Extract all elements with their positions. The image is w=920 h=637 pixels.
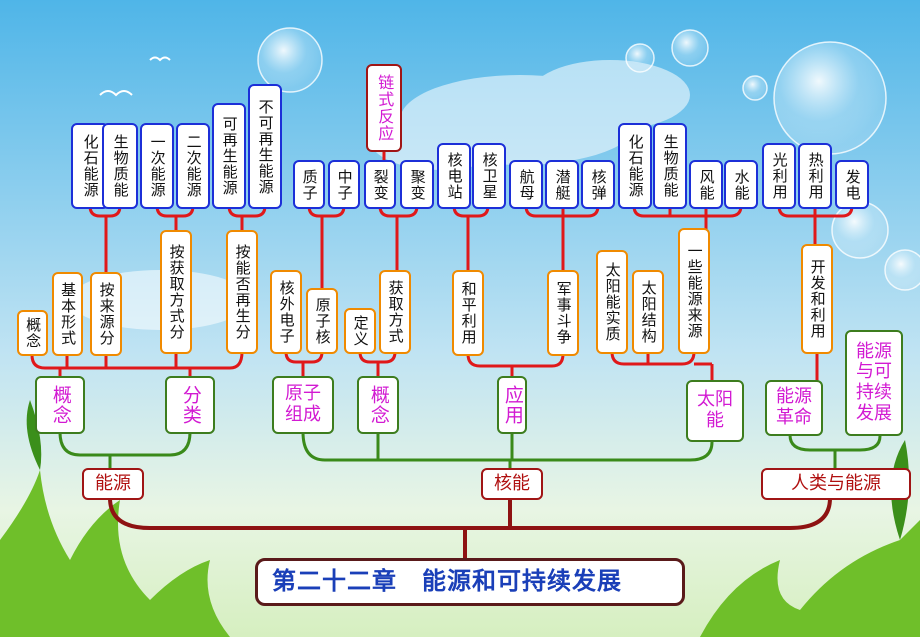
node-develop-use: 开发和利用 bbox=[801, 244, 833, 354]
node-by-method: 按获取方式分 bbox=[160, 230, 192, 354]
node-submarine: 潜艇 bbox=[545, 160, 579, 209]
node-water-energy: 水能 bbox=[724, 160, 758, 209]
node-proton: 质子 bbox=[293, 160, 325, 209]
node-nuclear-energy: 核能 bbox=[481, 468, 543, 500]
node-nonrenewable-energy: 不可再生能源 bbox=[248, 84, 282, 209]
node-nuclear-satellite: 核卫星 bbox=[472, 143, 506, 209]
node-primary-energy: 一次能源 bbox=[140, 123, 174, 209]
node-secondary-energy: 二次能源 bbox=[176, 123, 210, 209]
birds bbox=[99, 56, 171, 97]
node-nuclear-plant: 核电站 bbox=[437, 143, 471, 209]
node-energy-classify: 分类 bbox=[165, 376, 215, 434]
node-biomass-energy: 生物质能 bbox=[102, 123, 138, 209]
node-neutron: 中子 bbox=[328, 160, 360, 209]
node-energy-concept: 概念 bbox=[35, 376, 85, 434]
node-solar-essence: 太阳能实质 bbox=[596, 250, 628, 354]
node-fusion: 聚变 bbox=[400, 160, 434, 209]
node-fossil-energy-2: 化石能源 bbox=[618, 123, 652, 209]
node-some-sources: 一些能源来源 bbox=[678, 228, 710, 354]
node-basic-form: 基本形式 bbox=[52, 272, 83, 356]
node-concept-def: 概念 bbox=[17, 310, 48, 356]
node-atom-structure: 原子组成 bbox=[272, 376, 334, 434]
node-obtain-method: 获取方式 bbox=[379, 270, 411, 354]
node-energy-revolution: 能源革命 bbox=[765, 380, 823, 436]
node-by-renew: 按能否再生分 bbox=[226, 230, 258, 354]
node-definition: 定义 bbox=[344, 308, 376, 354]
node-outer-electron: 核外电子 bbox=[270, 270, 302, 354]
node-nuclear-concept: 概念 bbox=[357, 376, 399, 434]
node-heat-use: 热利用 bbox=[798, 143, 832, 209]
page-title: 第二十二章 能源和可持续发展 bbox=[255, 558, 685, 606]
node-nucleus: 原子核 bbox=[306, 288, 338, 354]
node-military-use: 军事斗争 bbox=[547, 270, 579, 356]
node-solar-structure: 太阳结构 bbox=[632, 270, 664, 354]
node-nuclear-bomb: 核弹 bbox=[581, 160, 615, 209]
node-energy-sustainability: 能源与可持续发展 bbox=[845, 330, 903, 436]
grass-foliage bbox=[0, 400, 920, 637]
node-biomass-energy-2: 生物质能 bbox=[653, 123, 687, 209]
node-renewable-energy: 可再生能源 bbox=[212, 103, 246, 209]
node-wind-energy: 风能 bbox=[689, 160, 723, 209]
node-peaceful-use: 和平利用 bbox=[452, 270, 484, 356]
bubbles bbox=[257, 27, 920, 291]
node-human-and-energy: 人类与能源 bbox=[761, 468, 911, 500]
node-by-source: 按来源分 bbox=[90, 272, 122, 356]
node-fission: 裂变 bbox=[364, 160, 396, 209]
node-carrier: 航母 bbox=[509, 160, 543, 209]
node-energy: 能源 bbox=[82, 468, 144, 500]
node-nuclear-apply: 应用 bbox=[497, 376, 527, 434]
node-light-use: 光利用 bbox=[762, 143, 796, 209]
node-power-generation: 发电 bbox=[835, 160, 869, 209]
node-chain-reaction: 链式反应 bbox=[366, 64, 402, 152]
node-solar-energy: 太阳能 bbox=[686, 380, 744, 442]
